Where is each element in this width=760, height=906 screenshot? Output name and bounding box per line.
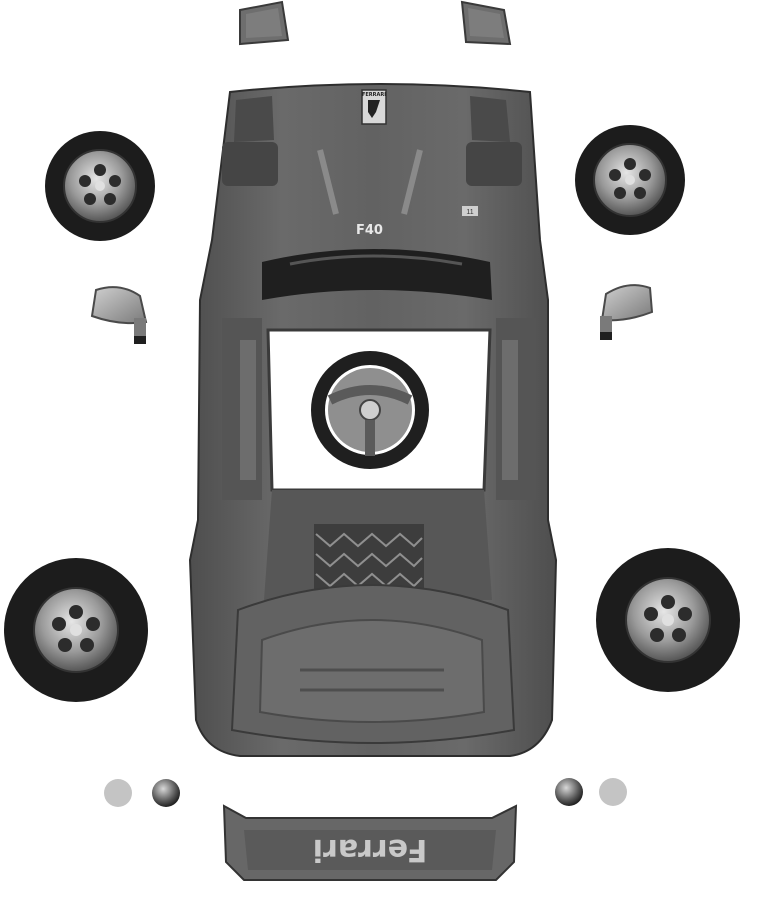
badge-text: FERRARI (362, 92, 386, 98)
vent-cover-left (239, 0, 290, 46)
sticker-text: 11 (466, 209, 473, 216)
wheel-front-right (575, 125, 685, 235)
wheel-front-left (45, 131, 155, 241)
bumper-brand-text: Ferrari (313, 832, 428, 867)
mirror-right (600, 284, 654, 340)
rear-bumper: Ferrari (222, 804, 518, 881)
hood-vent-left (222, 142, 278, 186)
light-lens-left (104, 779, 132, 807)
knob-right (555, 778, 583, 806)
steering-wheel (311, 351, 429, 469)
vent-cover-right (460, 0, 512, 46)
seat-grille (314, 524, 424, 594)
engine-cover-text: F40 (356, 223, 383, 238)
sticker (462, 206, 478, 216)
hood-vent-right (466, 142, 522, 186)
light-lens-right (599, 778, 627, 806)
knob-left (152, 779, 180, 807)
mirror-left (90, 286, 148, 344)
wheel-rear-left (4, 558, 148, 702)
wheel-rear-right (596, 548, 740, 692)
